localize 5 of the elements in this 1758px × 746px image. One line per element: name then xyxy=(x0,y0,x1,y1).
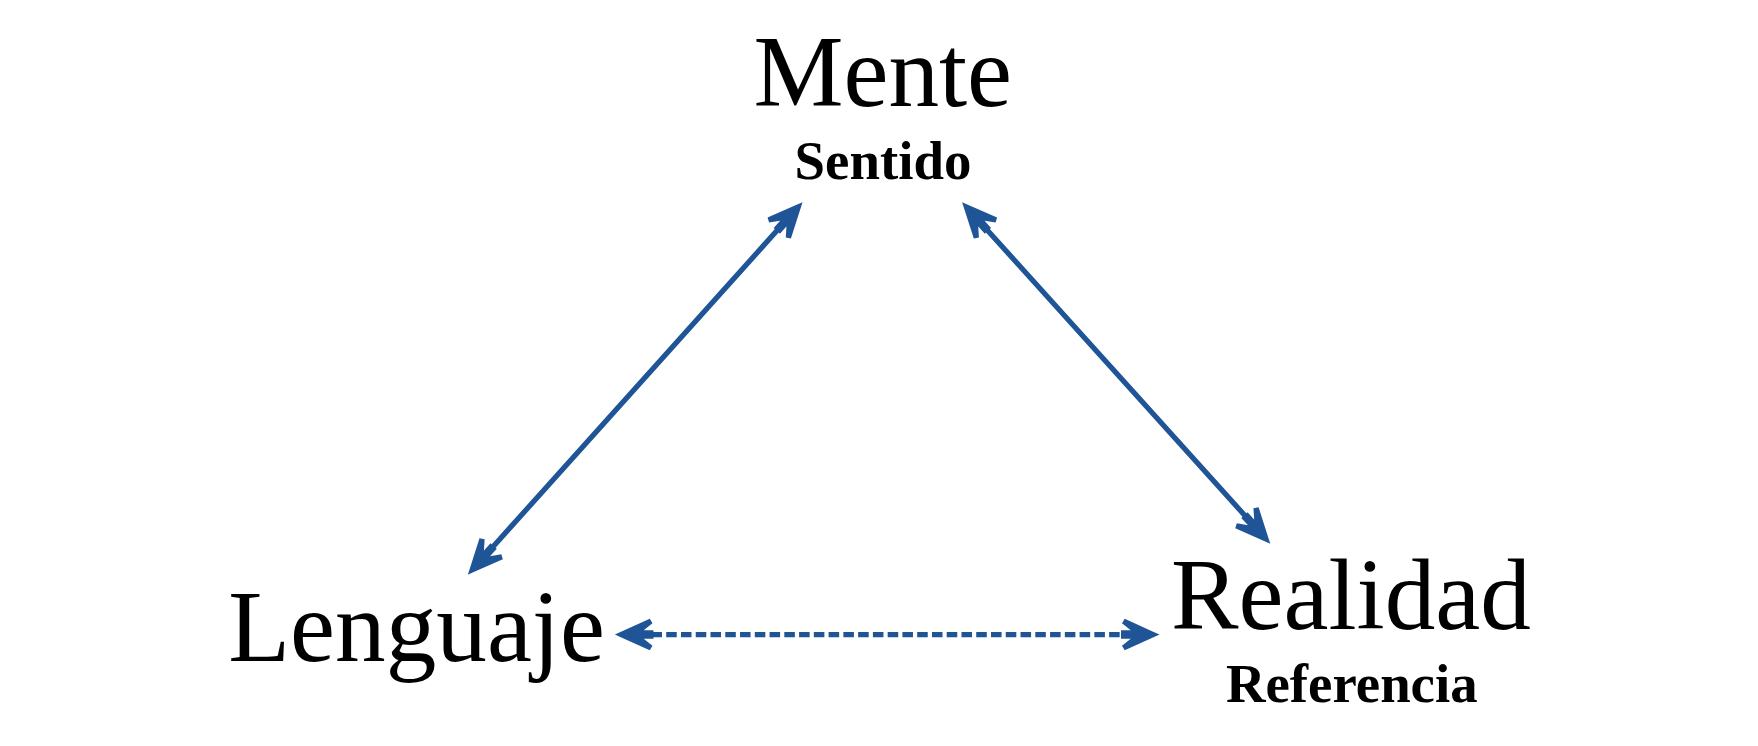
node-text: Lenguaje xyxy=(227,570,605,683)
node-text: Mente Sentido xyxy=(752,15,1012,191)
arrow xyxy=(469,204,801,573)
arrow xyxy=(963,204,1269,542)
node-text: Realidad Referencia xyxy=(1170,539,1531,714)
